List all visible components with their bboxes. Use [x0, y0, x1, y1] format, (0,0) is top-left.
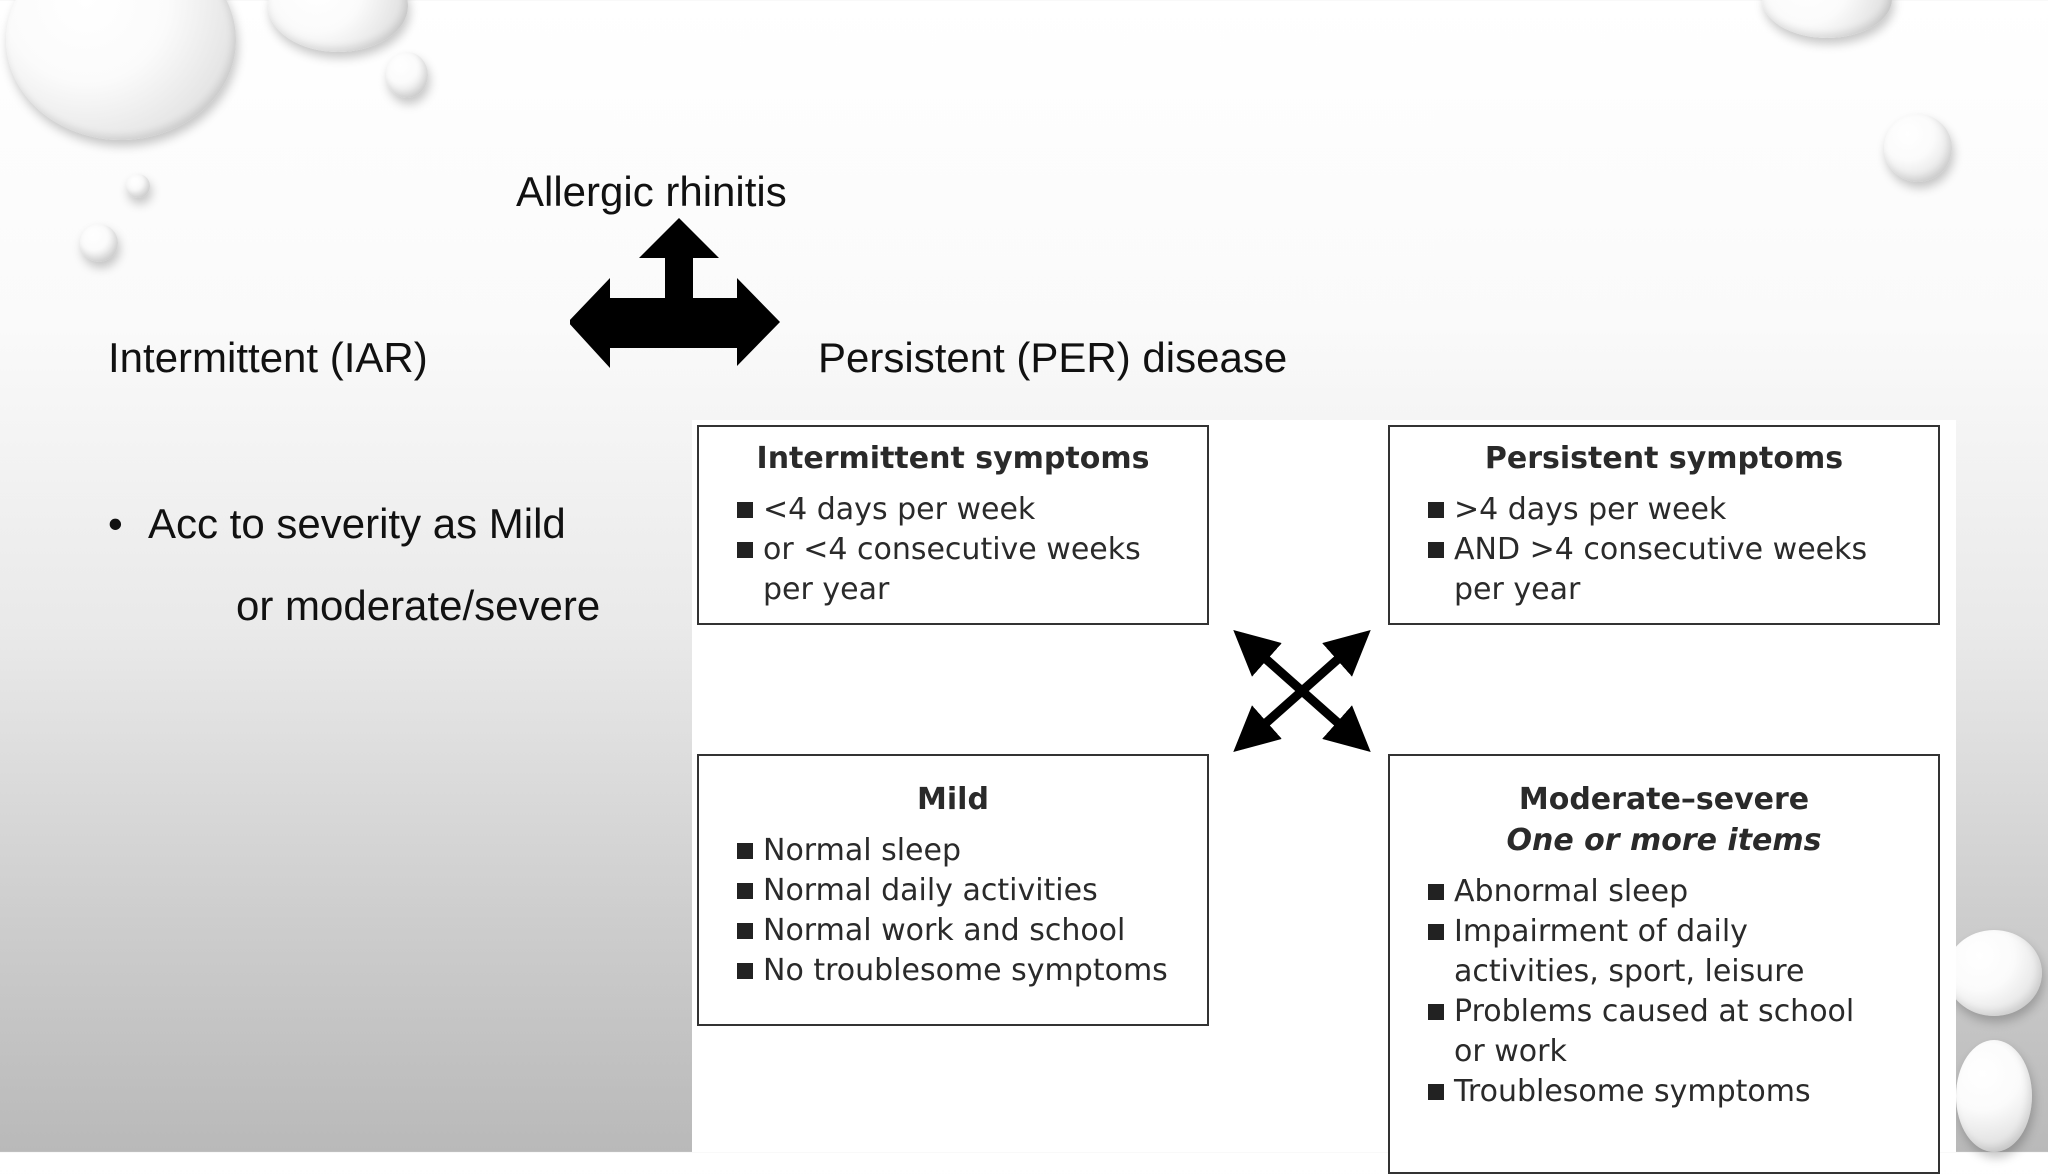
box-subtitle: One or more items — [1506, 823, 1822, 858]
box-list: >4 days per week AND >4 consecutive week… — [1428, 490, 1938, 610]
intermittent-symptoms-box: Intermittent symptoms <4 days per week o… — [697, 425, 1209, 625]
box-title: Mild — [917, 782, 989, 817]
box-title: Persistent symptoms — [1484, 441, 1844, 476]
bullet-text-line1: Acc to severity as Mild — [148, 500, 566, 547]
box-title: Moderate–severe — [1518, 782, 1810, 817]
persistent-symptoms-box: Persistent symptoms >4 days per week AND… — [1388, 425, 1940, 625]
top-label: Allergic rhinitis — [516, 168, 787, 215]
box-list: Abnormal sleep Impairment of daily activ… — [1428, 872, 1938, 1112]
list-item: AND >4 consecutive weeks per year — [1428, 530, 1894, 610]
box-list: <4 days per week or <4 consecutive weeks… — [737, 490, 1207, 610]
water-drop-decoration — [1762, 0, 1892, 38]
three-way-arrow-icon — [570, 218, 780, 368]
list-item: No troublesome symptoms — [737, 951, 1207, 991]
mild-box: Mild Normal sleep Normal daily activitie… — [697, 754, 1209, 1026]
list-item: Normal daily activities — [737, 871, 1207, 911]
list-item: Normal sleep — [737, 831, 1207, 871]
list-item: <4 days per week — [737, 490, 1207, 530]
moderate-severe-box: Moderate–severe One or more items Abnorm… — [1388, 754, 1940, 1174]
cross-arrows-icon — [1233, 630, 1371, 752]
water-drop-decoration — [126, 174, 150, 198]
list-item: or <4 consecutive weeks per year — [737, 530, 1143, 610]
list-item: Impairment of daily activities, sport, l… — [1428, 912, 1894, 992]
left-label: Intermittent (IAR) — [108, 334, 428, 381]
list-item: Abnormal sleep — [1428, 872, 1938, 912]
bullet-dot: • — [108, 500, 123, 547]
water-drop-decoration — [1956, 1040, 2032, 1152]
water-drop-decoration — [80, 224, 118, 262]
list-item: Problems caused at school or work — [1428, 992, 1894, 1072]
box-list: Normal sleep Normal daily activities Nor… — [737, 831, 1207, 991]
box-title: Intermittent symptoms — [756, 441, 1150, 476]
right-label: Persistent (PER) disease — [818, 334, 1288, 381]
list-item: Normal work and school — [737, 911, 1207, 951]
list-item: Troublesome symptoms — [1428, 1072, 1938, 1112]
water-drop-decoration — [1884, 114, 1952, 182]
bullet-continuation: or moderate/severe — [236, 582, 601, 629]
water-drop-decoration — [386, 52, 428, 98]
water-drop-decoration — [6, 0, 236, 140]
bullet-item: • Acc to severity as Mild — [108, 500, 566, 548]
list-item: >4 days per week — [1428, 490, 1938, 530]
water-drop-decoration — [1946, 930, 2042, 1016]
classification-diagram: Intermittent symptoms <4 days per week o… — [692, 420, 1956, 1174]
water-drop-decoration — [268, 0, 408, 52]
